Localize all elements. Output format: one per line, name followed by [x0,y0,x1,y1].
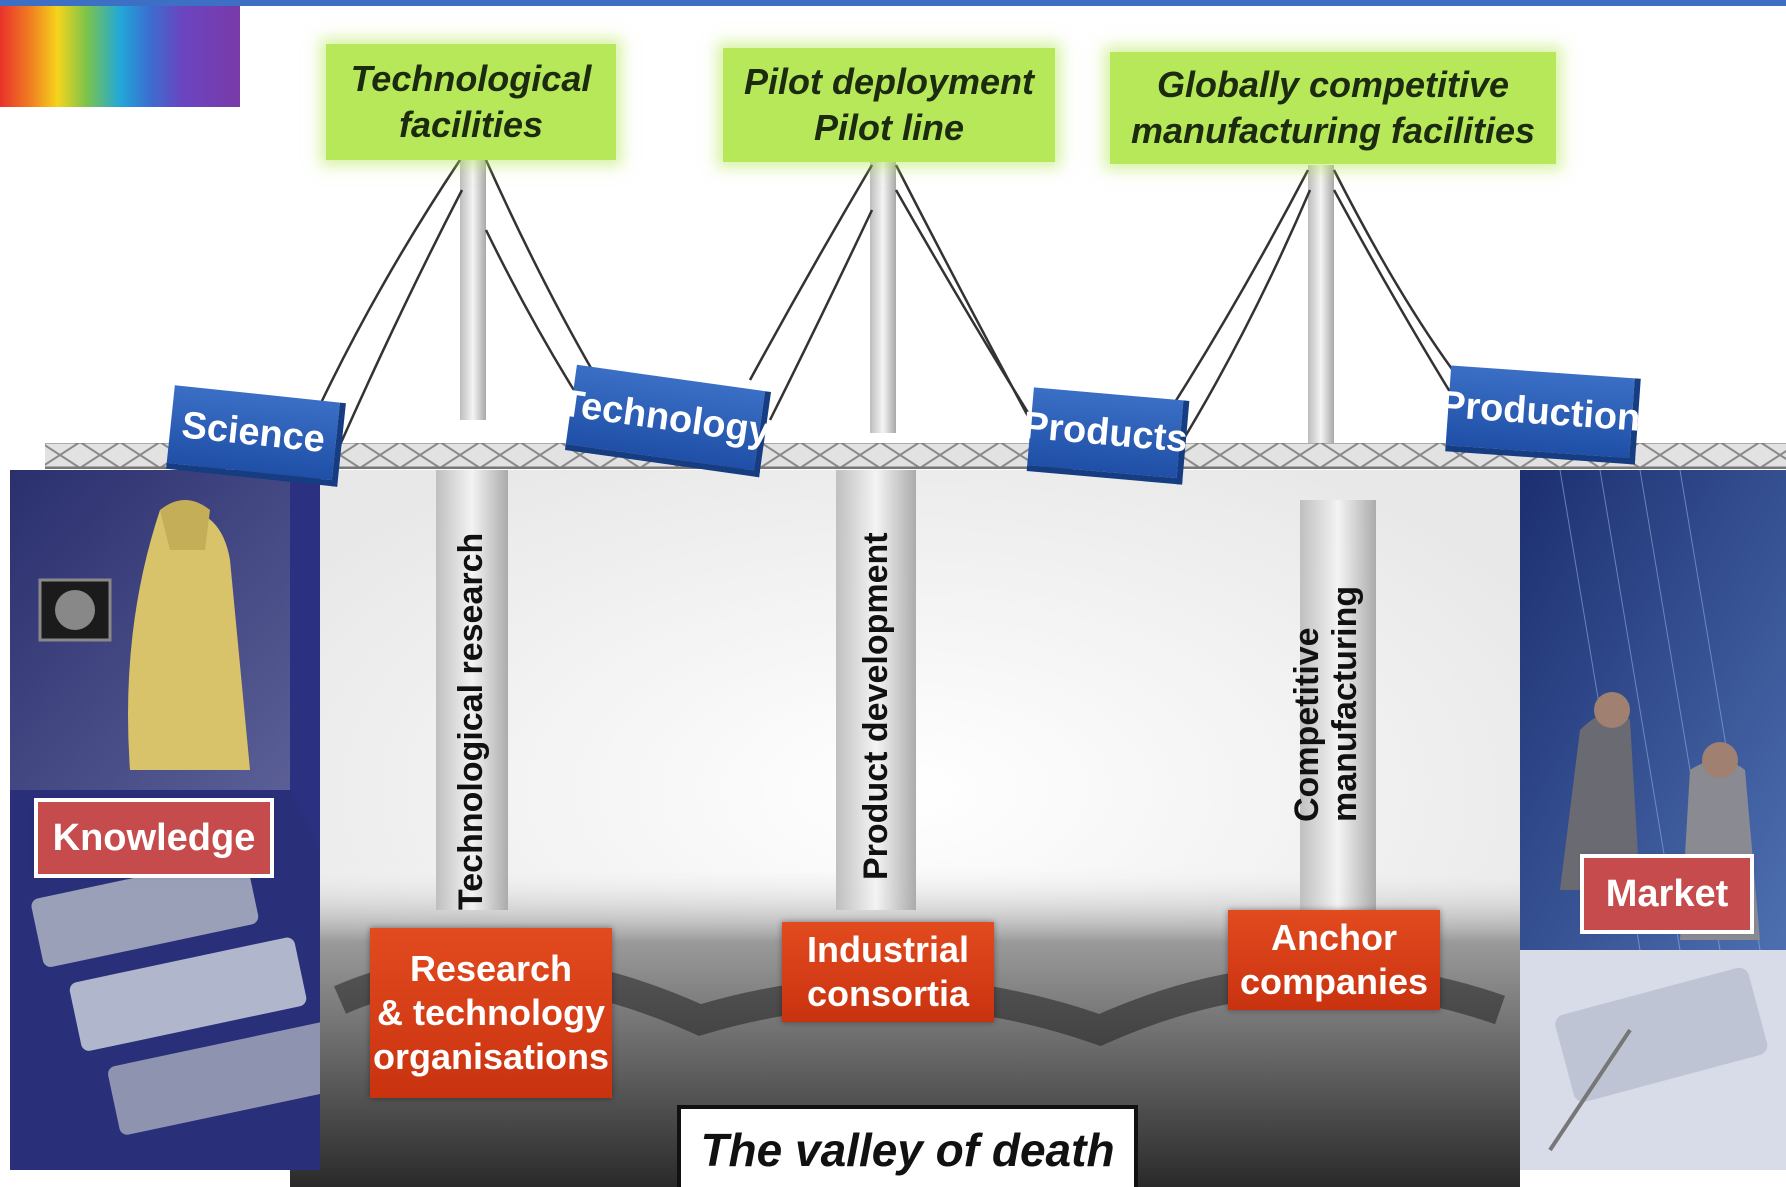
tag-knowledge: Knowledge [34,798,274,878]
tag-market: Market [1580,854,1754,934]
pillar-3 [1300,500,1376,920]
tower-2 [870,158,896,433]
actor-anchor-companies: Anchor companies [1228,910,1440,1010]
pillar-label-product-development: Product development [857,532,895,880]
actor-industrial-consortia: Industrial consortia [782,922,994,1022]
caption-valley-of-death: The valley of death [677,1105,1138,1187]
pillar-1 [436,470,508,910]
tower-1 [460,150,486,420]
pillar-label-technological-research: Technological research [452,532,490,910]
label-globally-competitive: Globally competitive manufacturing facil… [1110,52,1556,164]
sign-science: Science [166,385,346,487]
tower-3 [1308,165,1334,443]
top-accent-bar [0,0,1786,6]
actor-research-technology-organisations: Research & technology organisations [370,928,612,1098]
sign-production: Production [1439,365,1642,465]
pillar-label-competitive-manufacturing: Competitive manufacturing [1288,585,1364,822]
market-photo-panel [1520,470,1786,1170]
label-technological-facilities: Technological facilities [326,44,616,160]
pillar-2 [836,470,916,910]
spectrum-logo [0,6,240,107]
label-pilot-deployment: Pilot deployment Pilot line [723,48,1055,162]
suspension-cables [318,159,1482,446]
sign-products: Products [1021,387,1190,485]
